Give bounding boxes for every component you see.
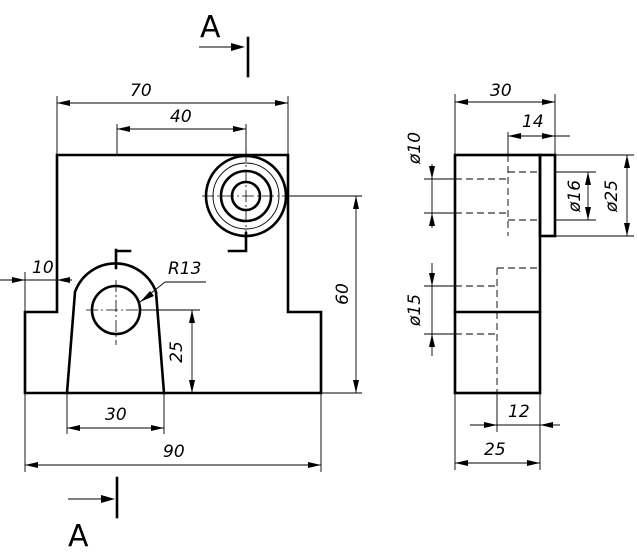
section-label-top: A	[200, 10, 221, 45]
section-marker-bottom: A	[68, 476, 119, 554]
dim-lug-base-width: 30	[66, 393, 165, 434]
dim-30-side-text: 30	[490, 81, 512, 101]
side-hidden-lower	[455, 267, 540, 393]
dim-25-lug-text: 25	[167, 341, 187, 363]
dim-dia15-text: ø15	[405, 294, 425, 327]
dim-90-text: 90	[163, 442, 185, 462]
section-marker-top: A	[199, 10, 250, 78]
dim-dia-small: ø10	[405, 132, 455, 228]
dim-lug-depth: 25	[454, 393, 541, 470]
side-boss	[538, 153, 557, 238]
dim-lug-offset: 12	[470, 393, 560, 432]
dim-40-text: 40	[170, 107, 192, 127]
lug-outline	[65, 262, 166, 395]
dim-dia-medium: ø16	[555, 171, 596, 221]
dim-radius: R13	[139, 259, 206, 303]
dim-r13-text: R13	[168, 259, 201, 279]
dim-70-text: 70	[130, 81, 152, 101]
side-view: 30 14 ø10 ø16	[405, 81, 634, 470]
dim-14-text: 14	[522, 112, 544, 132]
dim-dia10-text: ø10	[405, 132, 425, 165]
dim-25-side-text: 25	[484, 440, 506, 460]
dim-hole-spacing: 40	[116, 107, 247, 156]
dim-side-depth: 30	[454, 81, 556, 155]
dim-ledge-width: 10	[0, 258, 72, 312]
section-label-bottom: A	[68, 519, 89, 554]
side-hidden-upper	[455, 155, 540, 236]
dim-dia-large: ø25	[555, 154, 634, 237]
dim-base-width: 90	[24, 393, 322, 472]
dim-60-text: 60	[333, 283, 353, 305]
dim-10-text: 10	[32, 258, 54, 278]
dim-overall-width: 70	[56, 81, 289, 155]
dim-dia25-text: ø25	[602, 180, 622, 213]
view-arrow-head-top	[231, 43, 245, 51]
dim-dia16-text: ø16	[565, 180, 585, 213]
dim-height: 60	[290, 195, 362, 394]
side-body	[453, 153, 542, 395]
dim-lug-height: 25	[140, 309, 200, 393]
dim-30-front-text: 30	[105, 405, 127, 425]
dim-boss-depth: 14	[507, 112, 570, 155]
dim-12-text: 12	[508, 402, 530, 422]
front-view: 70 40 10 R13	[0, 81, 362, 472]
view-arrow-head-bottom	[101, 495, 115, 503]
section-cut-boss	[227, 231, 248, 253]
section-cut-lug	[114, 248, 132, 270]
dim-dia-lug-hole: ø15	[405, 263, 455, 356]
